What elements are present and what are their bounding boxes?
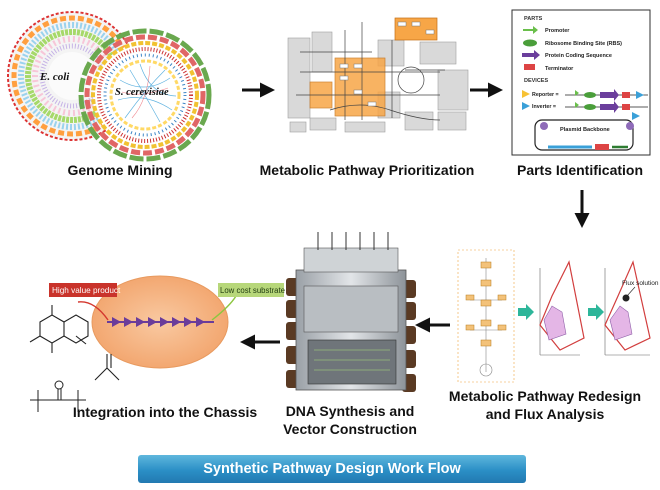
low-cost-substrate-box (218, 283, 284, 297)
promoter-icon (523, 26, 538, 34)
step-dna-line2: Vector Construction (283, 421, 417, 437)
flux-cone-1 (539, 260, 585, 356)
ecoli-label: E. coli (39, 71, 70, 83)
devices-header: DEVICES (524, 78, 548, 84)
part-promoter: Promoter (545, 28, 570, 34)
dna-synthesizer-figure (286, 232, 416, 392)
pathway-redesign-figure: Flux solution (457, 249, 659, 383)
inverter-label: Inverter = (532, 104, 556, 110)
flux-solution-point (622, 294, 630, 302)
part-terminator: Terminator (545, 66, 574, 72)
step-chassis-integration: Integration into the Chassis (72, 404, 258, 420)
scerevisiae-circos (78, 28, 212, 162)
step-redesign-line2: and Flux Analysis (485, 406, 605, 422)
workflow-title-banner: Synthetic Pathway Design Work Flow (138, 455, 526, 483)
terminator-icon (524, 64, 535, 70)
genome-mining-figure: E. coli S. cerevisiae (7, 11, 212, 162)
backbone-label: Plasmid Backbone (560, 127, 610, 133)
plasmid-backbone: Plasmid Backbone (534, 119, 634, 151)
reporter-label: Reporter = (532, 92, 559, 98)
flux-cone-2: Flux solution (604, 260, 659, 356)
inverter-device: Inverter = (522, 101, 648, 120)
acetone-molecule (30, 380, 86, 412)
flux-solution-label: Flux solution (622, 280, 659, 287)
gene-cassette (112, 317, 205, 327)
redesign-arrow-2 (588, 304, 604, 320)
step-dna-line1: DNA Synthesis and (285, 403, 415, 419)
step-pathway-prioritization: Metabolic Pathway Prioritization (259, 162, 475, 178)
parts-header: PARTS (524, 16, 543, 22)
low-cost-substrate-label: Low cost substrate (220, 286, 285, 295)
high-value-product-label: High value product (52, 286, 121, 295)
part-rbs: Ribosome Binding Site (RBS) (545, 41, 622, 47)
chassis-figure: High value product Low cost substrate (29, 275, 285, 412)
parts-panel: PARTS Promoter Ribosome Binding Site (RB… (511, 9, 651, 156)
step-parts-identification: Parts Identification (516, 162, 644, 178)
part-coding-sequence: Protein Coding Sequence (545, 53, 612, 59)
coding-sequence-icon (522, 50, 540, 60)
scerevisiae-label: S. cerevisiae (115, 87, 169, 98)
step-redesign-line1: Metabolic Pathway Redesign (448, 388, 642, 404)
substrate-molecule (94, 354, 120, 381)
product-molecule (29, 305, 89, 353)
rbs-icon (523, 39, 537, 47)
redesign-arrow-1 (518, 304, 534, 320)
high-value-product-box (49, 283, 117, 297)
step-genome-mining: Genome Mining (67, 162, 173, 178)
pathway-map (282, 10, 472, 138)
reporter-device: Reporter = (522, 89, 648, 101)
